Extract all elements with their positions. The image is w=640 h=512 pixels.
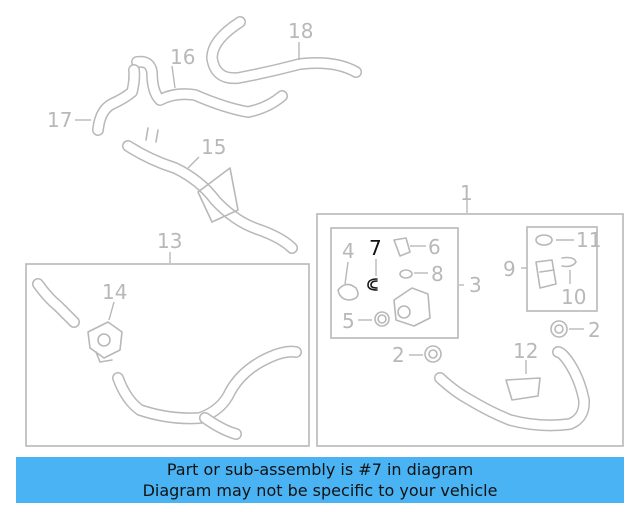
info-banner: Part or sub-assembly is #7 in diagram Di…	[16, 457, 624, 503]
part-3-housing	[393, 287, 431, 327]
part-6-sensor	[393, 237, 411, 257]
callout-11: 11	[576, 228, 601, 252]
callout-17: 17	[47, 108, 72, 132]
part-17-hose	[92, 64, 141, 136]
box-subassembly-9	[526, 226, 598, 312]
part-12-hose	[434, 346, 591, 432]
part-9-valve	[535, 259, 557, 289]
callout-7: 7	[369, 236, 382, 260]
callout-3: 3	[469, 273, 482, 297]
part-8-oring	[399, 269, 413, 279]
part-10-clip	[561, 256, 577, 268]
callout-18: 18	[288, 19, 313, 43]
part-7-clip-highlighted	[367, 278, 378, 291]
callout-4: 4	[342, 239, 355, 263]
callout-2-lower: 2	[392, 343, 405, 367]
leader-lines	[75, 42, 584, 374]
part-2-clamp-a	[424, 345, 442, 363]
banner-line-part-number: Part or sub-assembly is #7 in diagram	[166, 460, 474, 479]
callout-15: 15	[201, 135, 226, 159]
callout-2-upper: 2	[588, 318, 601, 342]
callout-6: 6	[428, 235, 441, 259]
part-13-hose	[32, 278, 302, 440]
callout-14: 14	[102, 280, 127, 304]
part-16-hose	[131, 55, 288, 118]
box-assembly-1	[316, 213, 624, 447]
banner-line-disclaimer: Diagram may not be specific to your vehi…	[142, 481, 498, 500]
part-5-oring	[374, 311, 390, 327]
part-14-connector	[87, 321, 123, 363]
part-11-oring	[535, 234, 553, 246]
callout-1: 1	[460, 181, 473, 205]
callout-16: 16	[170, 45, 195, 69]
callout-12: 12	[513, 339, 538, 363]
callout-13: 13	[157, 229, 182, 253]
part-15-pipe	[122, 127, 298, 254]
part-4-clip	[337, 283, 359, 301]
part-18-hose	[206, 16, 362, 85]
part-2-clamp-b	[550, 320, 568, 338]
callout-8: 8	[431, 262, 444, 286]
callout-5: 5	[342, 309, 355, 333]
box-assembly-13	[25, 263, 310, 447]
callout-9: 9	[503, 257, 516, 281]
box-subassembly-3	[330, 227, 459, 339]
callout-10: 10	[561, 285, 586, 309]
